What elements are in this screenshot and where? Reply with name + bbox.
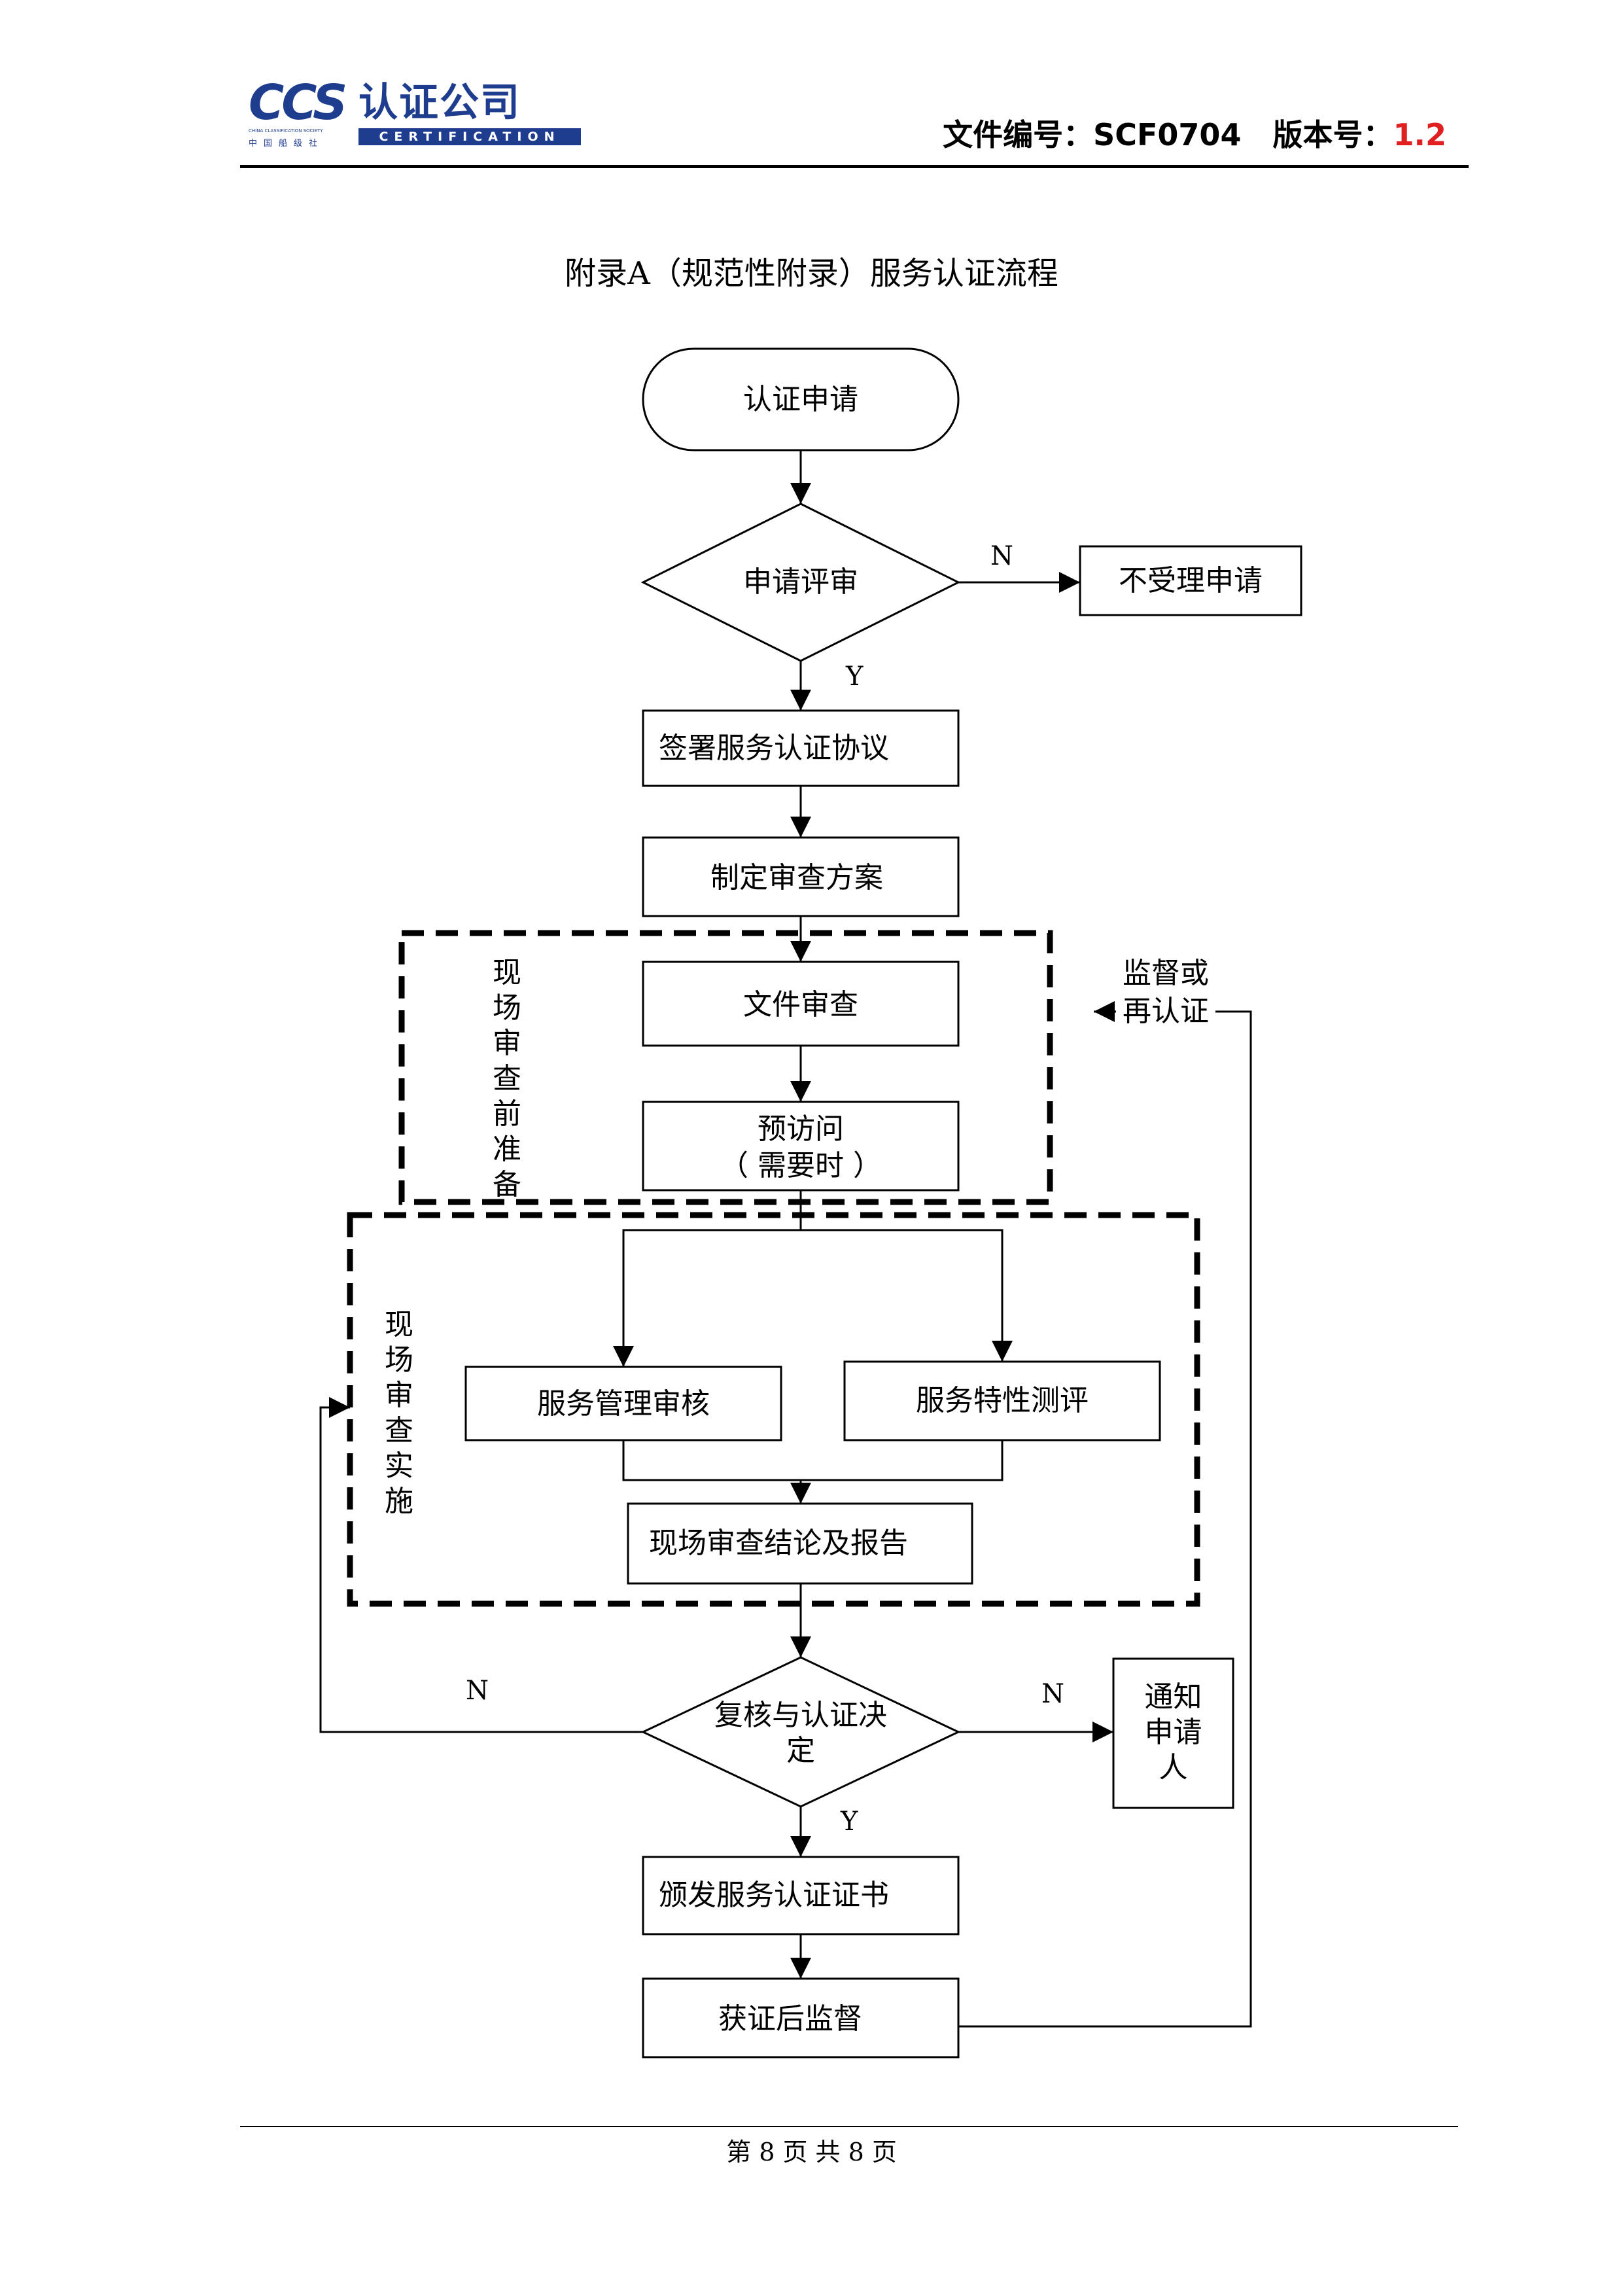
edge-label-y1: Y: [846, 662, 864, 692]
node-doc-review: 文件审查: [743, 988, 858, 1021]
node-notify-2: 申请: [1144, 1716, 1202, 1749]
impl-group-label: 现场审查实施: [385, 1308, 413, 1518]
notify-box: [1112, 1657, 1234, 1809]
node-apply: 认证申请: [743, 383, 858, 416]
reject-box: [1079, 545, 1302, 616]
surveil-recert-label-2: 再认证: [1123, 995, 1209, 1028]
node-surveil: 获证后监督: [718, 2002, 862, 2036]
node-plan: 制定审查方案: [710, 861, 883, 894]
node-notify-3: 人: [1159, 1751, 1188, 1784]
footer-rule: [240, 2126, 1458, 2127]
version-value: 1.2: [1393, 117, 1447, 152]
prep-group-label: 现场审查前准备: [493, 956, 521, 1201]
edge-label-n3: N: [1041, 1679, 1064, 1709]
logo-society-text: CHINA CLASSIFICATION SOCIETY: [249, 128, 323, 133]
node-review: 申请评审: [743, 565, 858, 599]
edge-label-y2: Y: [841, 1807, 858, 1837]
page-title: 附录A（规范性附录）服务认证流程: [565, 255, 1058, 292]
node-issue: 颁发服务认证证书: [659, 1879, 889, 1912]
logo-company-cn: 认证公司: [358, 80, 521, 126]
edge-label-n2: N: [466, 1676, 489, 1706]
node-pre-visit-1: 预访问: [758, 1112, 844, 1146]
doc-number-text: 文件编号：SCF0704: [943, 117, 1242, 152]
header-rule: [240, 165, 1469, 168]
surveil-recert-label-1: 监督或: [1123, 957, 1209, 990]
prep-group-border: [398, 930, 1053, 1205]
node-pre-visit-2: （ 需要时 ）: [720, 1149, 882, 1182]
impl-group-border: [347, 1212, 1200, 1607]
ccs-logo: CCS: [249, 75, 347, 131]
node-decision-2: 定: [786, 1734, 815, 1767]
page-number: 第 8 页 共 8 页: [726, 2138, 897, 2166]
node-notify-1: 通知: [1144, 1680, 1202, 1714]
node-mgmt-audit: 服务管理审核: [537, 1387, 710, 1421]
document-number: 文件编号：SCF0704 版本号：1.2: [943, 111, 1446, 154]
node-decision-1: 复核与认证决: [714, 1699, 887, 1732]
logo-certification-bar: CERTIFICATION: [358, 128, 581, 145]
node-reject: 不受理申请: [1119, 564, 1263, 597]
node-feature-eval: 服务特性测评: [916, 1384, 1089, 1417]
node-sign: 签署服务认证协议: [659, 732, 889, 765]
node-conclusion: 现场审查结论及报告: [649, 1527, 908, 1560]
version-label: 版本号：: [1272, 117, 1393, 152]
edge-label-n1: N: [990, 541, 1013, 571]
logo-society-cn: 中国船级社: [249, 139, 324, 149]
